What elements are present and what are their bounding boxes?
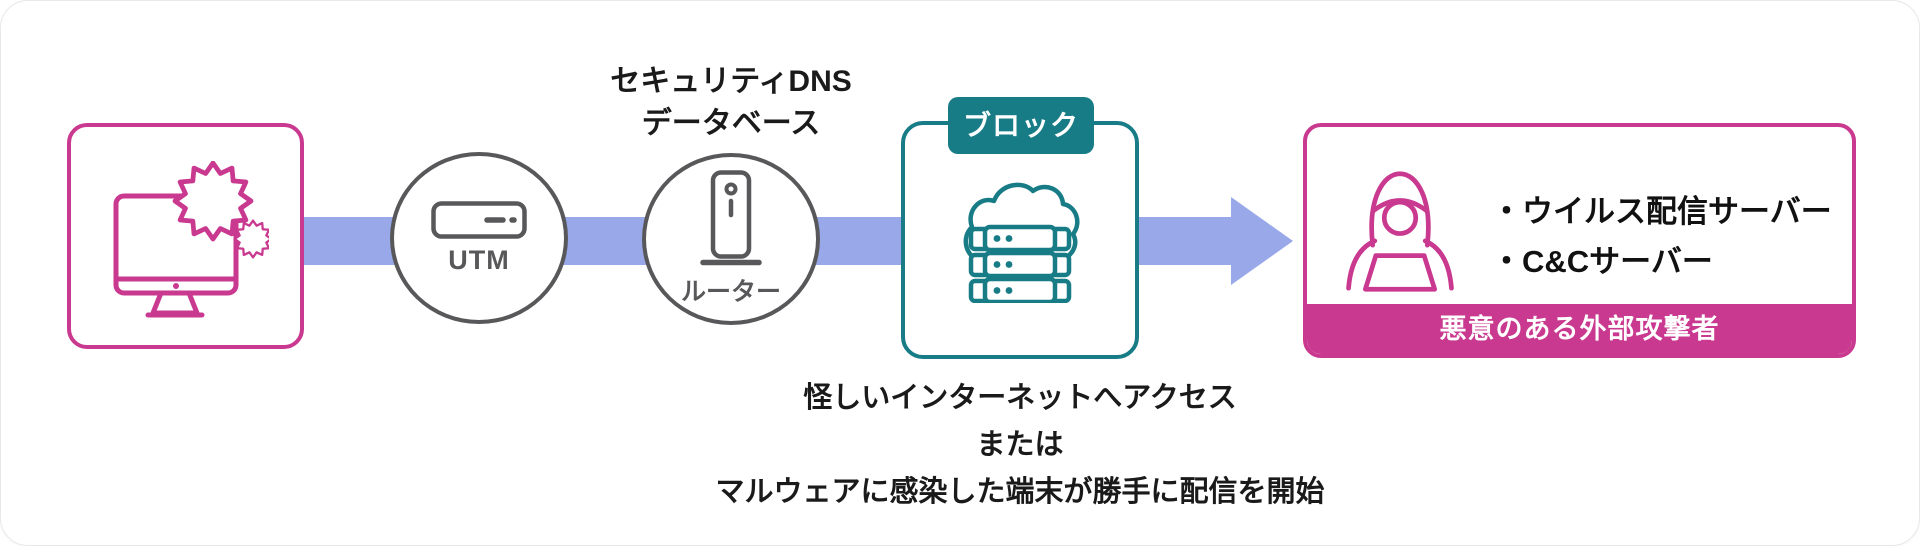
utm-label: UTM [448,244,510,275]
router-label: ルーター [680,278,781,306]
right-arrow-icon [1139,197,1293,285]
security-dns-label: セキュリティDNS データベース [531,61,931,145]
monitor-with-malware-gears-icon [113,161,269,318]
attacker-item-cc-server: ・C&Cサーバー [1491,244,1713,279]
attacker-target-list: ・ウイルス配信サーバー ・C&Cサーバー [1491,187,1832,287]
caption-line2: または [976,429,1064,461]
hooded-hacker-laptop-icon [1346,171,1454,292]
router-node: ルーター [642,153,820,325]
block-tab: ブロック [948,97,1094,154]
block-caption: 怪しいインターネットへアクセス または マルウェアに感染した端末が勝手に配信を開… [570,375,1470,516]
utm-node: UTM [390,152,568,324]
block-box [901,121,1139,359]
infected-device-box [67,123,304,349]
utm-appliance-icon [431,200,527,239]
security-dns-line1: セキュリティDNS [610,65,852,98]
cloud-server-rack-icon [963,182,1080,303]
attacker-banner: 悪意のある外部攻撃者 [1307,304,1852,354]
security-dns-line2: データベース [641,107,821,140]
caption-line3: マルウェアに感染した端末が勝手に配信を開始 [715,476,1325,508]
attacker-item-virus-server: ・ウイルス配信サーバー [1491,194,1832,229]
caption-line1: 怪しいインターネットへアクセス [803,382,1237,414]
attacker-box: ・ウイルス配信サーバー ・C&Cサーバー 悪意のある外部攻撃者 [1303,123,1856,358]
router-icon [700,170,762,266]
